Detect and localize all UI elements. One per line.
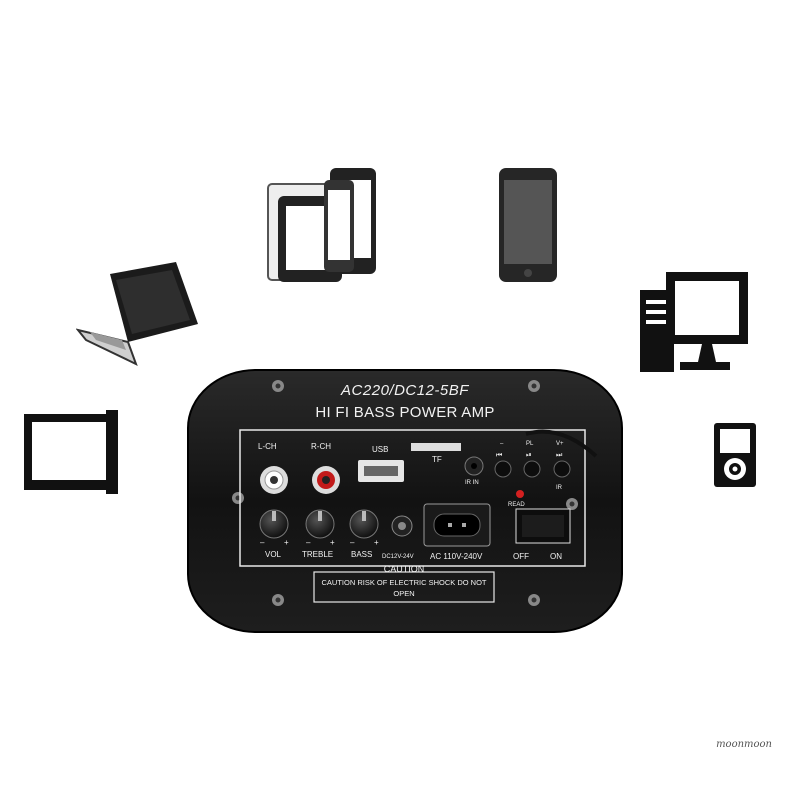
ac-input-label: AC 110V-240V	[430, 552, 483, 561]
switch-off-label: OFF	[513, 552, 529, 561]
left-channel-label: L-CH	[258, 442, 277, 451]
usb-port[interactable]	[358, 460, 404, 482]
rca-right-jack[interactable]	[312, 466, 340, 494]
tf-card-slot[interactable]	[411, 443, 461, 451]
treble-knob[interactable]	[305, 509, 335, 539]
laptop-icon	[76, 262, 198, 366]
monitor-icon	[24, 410, 118, 494]
ir-in-label: IR IN	[465, 480, 479, 486]
ir-in-jack[interactable]	[464, 456, 484, 476]
ir-label: IR	[556, 485, 562, 491]
rca-left-jack[interactable]	[260, 466, 288, 494]
play-label: PL	[526, 441, 534, 447]
right-channel-label: R-CH	[311, 442, 331, 451]
next-volume-button[interactable]	[553, 460, 571, 478]
play-pause-button[interactable]	[523, 460, 541, 478]
prev-button[interactable]	[494, 460, 512, 478]
volume-knob[interactable]	[259, 509, 289, 539]
tf-label: TF	[432, 455, 442, 464]
dc-input-label: DC12V-24V	[382, 554, 414, 560]
status-led	[516, 490, 524, 498]
volume-up-label: V+	[556, 441, 564, 447]
model-label: AC220/DC12-5BF	[341, 382, 469, 399]
treble-minus: –	[306, 538, 311, 547]
dc-power-jack[interactable]	[391, 515, 413, 537]
prev-icon: ⏮	[496, 452, 503, 459]
bass-plus: +	[374, 538, 379, 547]
vol-label: VOL	[265, 550, 282, 559]
switch-on-label: ON	[550, 552, 562, 561]
ac-power-socket[interactable]	[423, 503, 491, 547]
mp3-player-icon	[714, 423, 756, 487]
read-label: READ	[508, 502, 525, 508]
watermark: moonmoon	[716, 739, 772, 750]
power-rocker-switch[interactable]	[515, 508, 571, 544]
bass-knob[interactable]	[349, 509, 379, 539]
treble-plus: +	[330, 538, 335, 547]
caution-text: CAUTION RISK OF ELECTRIC SHOCK DO NOT OP…	[321, 578, 487, 598]
caution-heading: CAUTION	[383, 564, 425, 574]
usb-label: USB	[372, 445, 389, 454]
vol-minus: –	[260, 538, 265, 547]
treble-label: TREBLE	[302, 550, 334, 559]
desktop-computer-icon	[640, 272, 748, 372]
amplifier-panel: AC220/DC12-5BF HI FI BASS POWER AMP L-CH…	[186, 368, 624, 634]
bass-minus: –	[350, 538, 355, 547]
play-pause-icon: ⏯	[526, 452, 532, 459]
tablet-phone-icon	[267, 168, 376, 282]
prev-label: –	[500, 441, 504, 447]
amplifier-body	[187, 369, 623, 633]
bass-label: BASS	[351, 550, 373, 559]
vol-plus: +	[284, 538, 289, 547]
amplifier-title: HI FI BASS POWER AMP	[315, 404, 495, 421]
smartphone-icon	[499, 168, 557, 282]
next-icon: ⏭	[556, 452, 563, 459]
